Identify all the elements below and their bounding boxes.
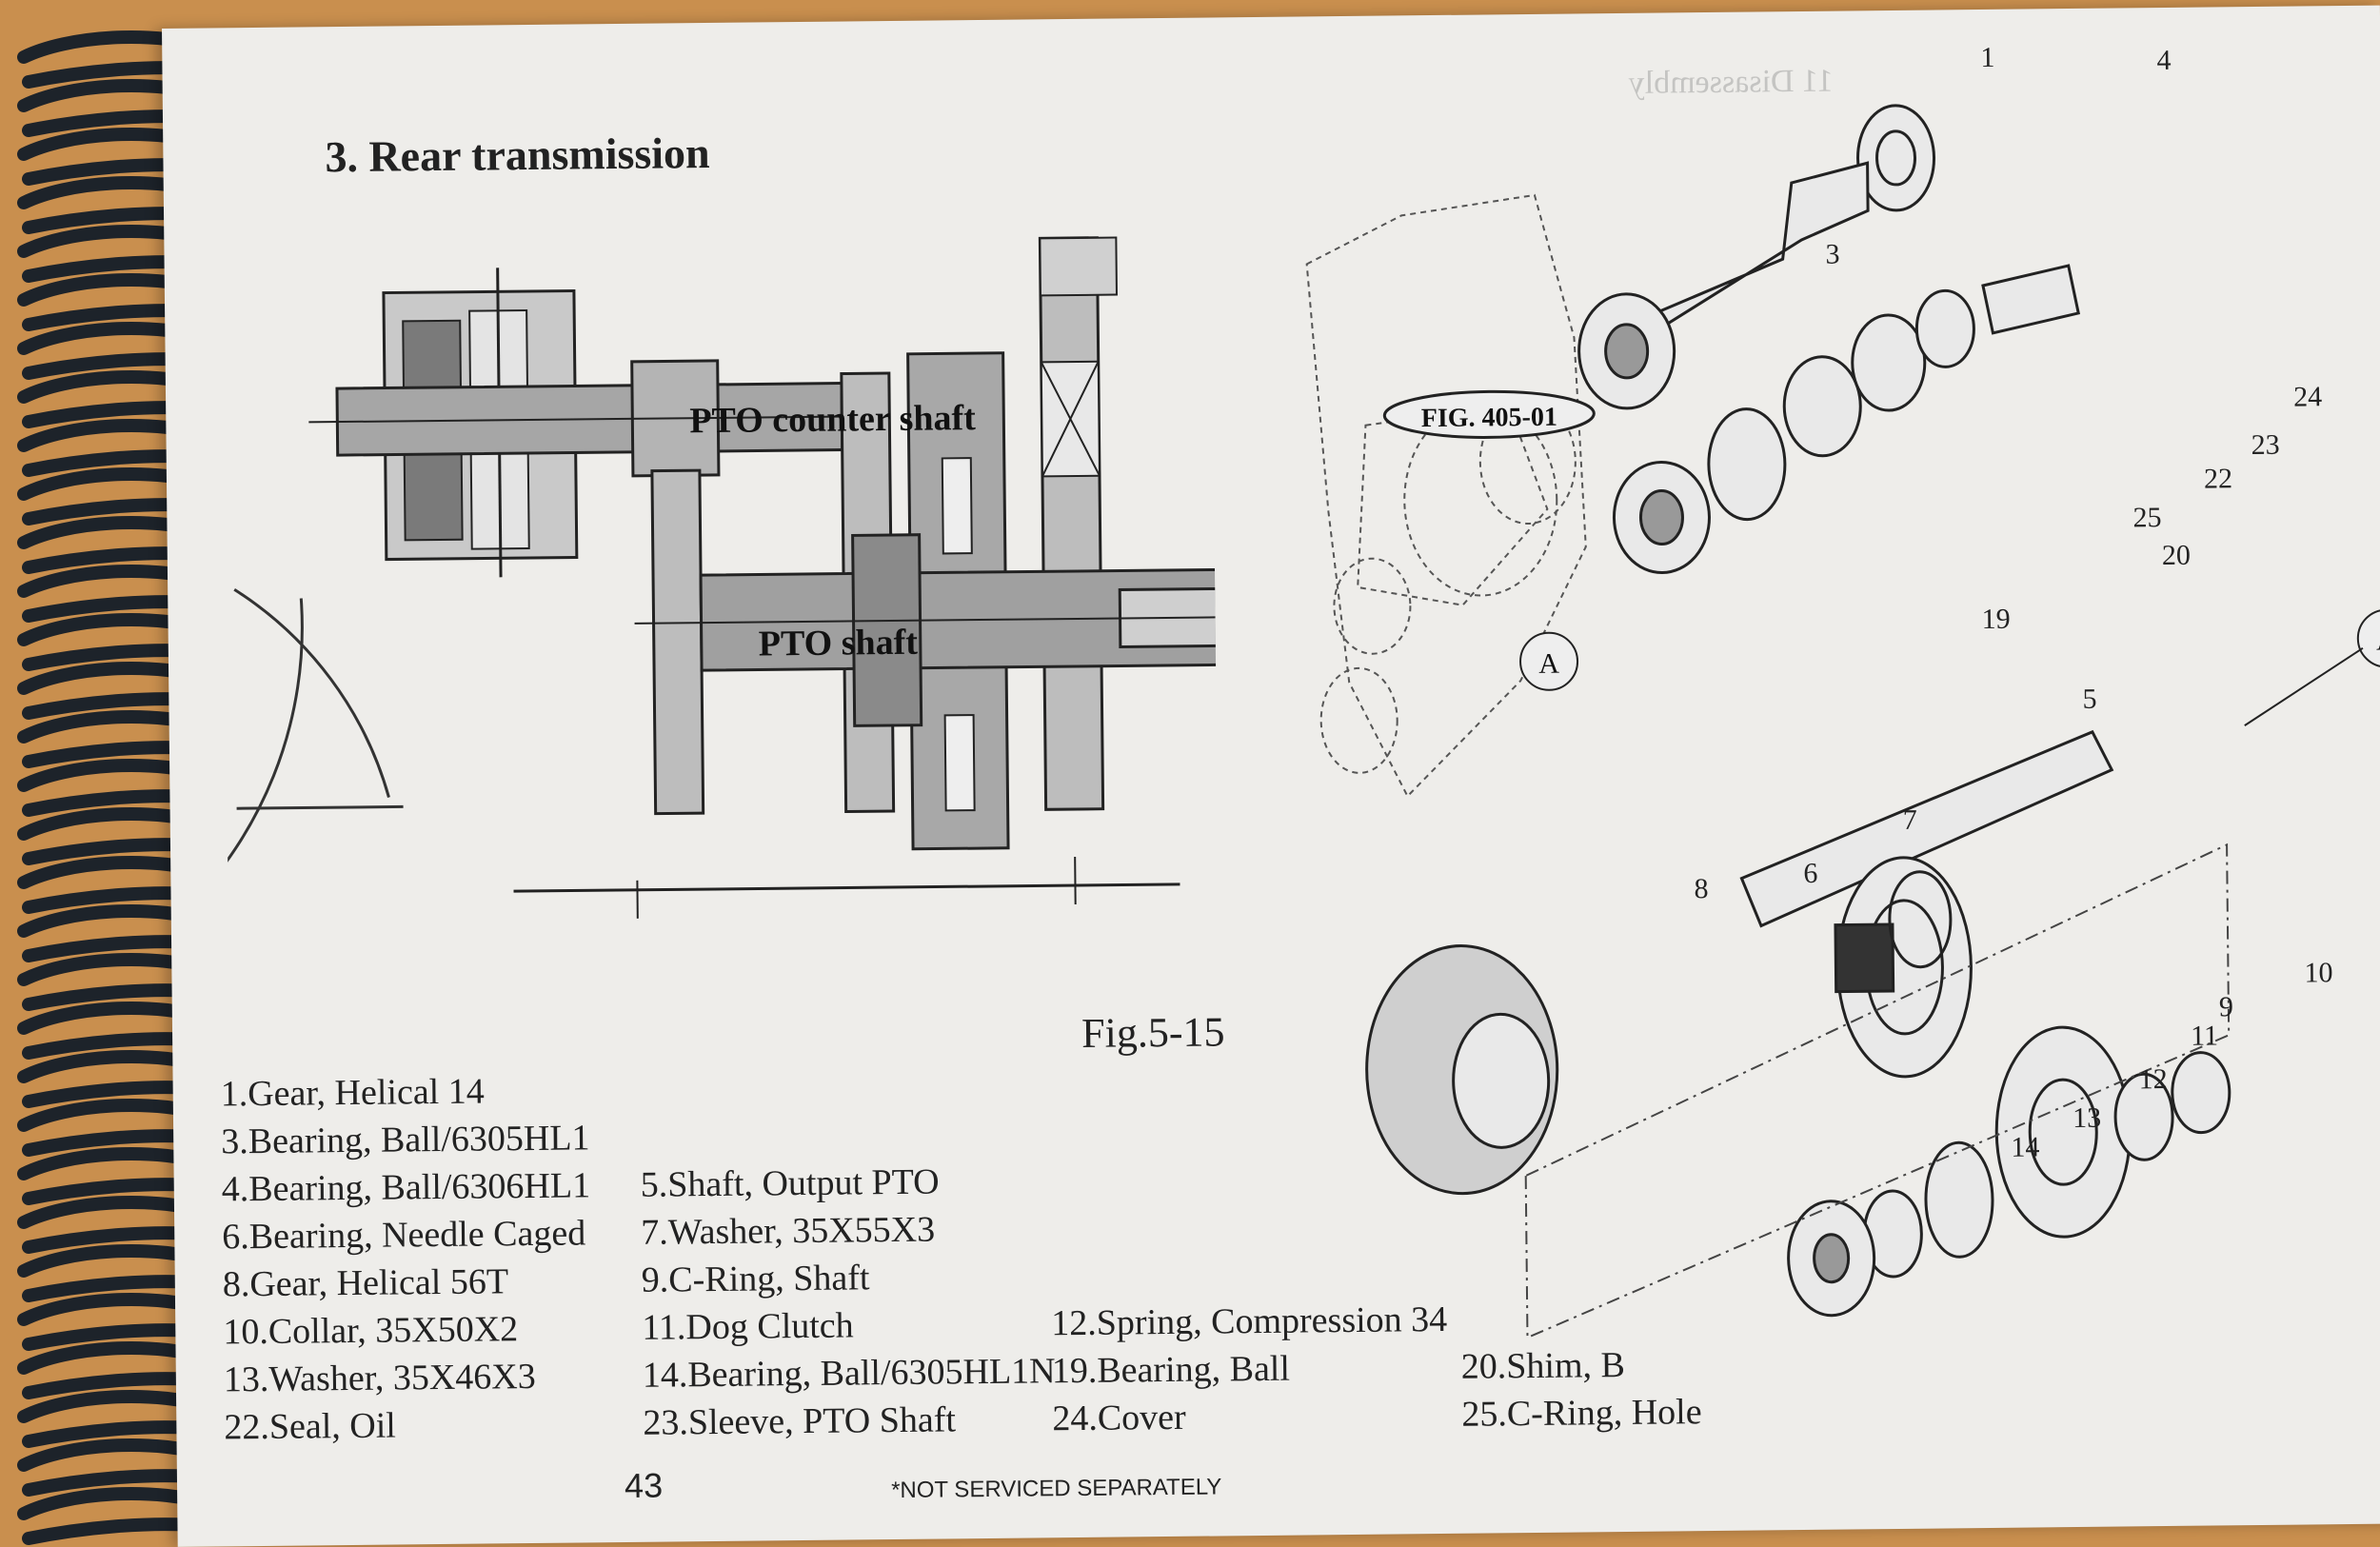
- part-entry: 3.Bearing, Ball/6305HL1: [221, 1118, 590, 1162]
- part-number: 4: [2156, 45, 2171, 76]
- figure-caption: Fig.5-15: [1081, 1008, 1225, 1057]
- part-entry: 12.Spring, Compression 34: [1051, 1299, 1448, 1344]
- part-entry: 7.Washer, 35X55X3: [641, 1209, 936, 1253]
- part-number: 14: [2011, 1131, 2039, 1162]
- part-entry: 9.C-Ring, Shaft: [641, 1258, 870, 1300]
- counter-shaft-label: PTO counter shaft: [689, 398, 976, 441]
- callout-a: A: [2376, 625, 2380, 656]
- part-number: 24: [2293, 381, 2322, 412]
- part-entry: 11.Dog Clutch: [642, 1305, 854, 1348]
- part-number: 19: [1981, 604, 2010, 635]
- part-number: 6: [1803, 858, 1817, 889]
- pto-shaft-label: PTO shaft: [759, 623, 919, 664]
- footnote: *NOT SERVICED SEPARATELY: [890, 1474, 1222, 1504]
- part-number: 3: [1825, 239, 1839, 270]
- part-number: 9: [2219, 991, 2233, 1022]
- part-entry: 5.Shaft, Output PTO: [640, 1161, 940, 1205]
- part-number: 7: [1903, 804, 1917, 836]
- part-entry: 10.Collar, 35X50X2: [223, 1309, 519, 1353]
- part-entry: 6.Bearing, Needle Caged: [222, 1213, 586, 1258]
- part-number: 12: [2139, 1063, 2168, 1095]
- part-entry: 20.Shim, B: [1460, 1344, 1626, 1387]
- parts-list-col3: 12.Spring, Compression 34 19.Bearing, Ba…: [1051, 1296, 1448, 1442]
- part-entry: 13.Washer, 35X46X3: [223, 1356, 536, 1400]
- fig-ref-label: FIG. 405-01: [1421, 403, 1557, 433]
- part-number: 20: [2162, 540, 2191, 571]
- stray-marks: 43: [624, 1465, 664, 1505]
- part-number: 23: [2251, 429, 2280, 461]
- part-number: 10: [2304, 957, 2332, 988]
- part-entry: 19.Bearing, Ball: [1051, 1348, 1291, 1392]
- part-entry: 23.Sleeve, PTO Shaft: [643, 1399, 957, 1443]
- section-title: 3. Rear transmission: [325, 128, 710, 182]
- part-number: 11: [2191, 1020, 2218, 1051]
- manual-page: 11 Disassembly 3. Rear transmission: [162, 5, 2380, 1547]
- part-entry: 25.C-Ring, Hole: [1461, 1392, 1702, 1435]
- part-number: 25: [2132, 502, 2161, 533]
- part-entry: 1.Gear, Helical 14: [220, 1071, 485, 1115]
- part-entry: 22.Seal, Oil: [224, 1405, 397, 1448]
- parts-list-col2: 5.Shaft, Output PTO 7.Washer, 35X55X3 9.…: [640, 1157, 1056, 1447]
- part-number-callouts: 1 3 4 5 6 7 8 9 10 11 12 13 14 19 20 22 …: [1694, 42, 2332, 1163]
- parts-list-col1: 1.Gear, Helical 14 3.Bearing, Ball/6305H…: [220, 1066, 593, 1451]
- part-entry: 4.Bearing, Ball/6306HL1: [221, 1165, 591, 1210]
- part-entry: 14.Bearing, Ball/6305HL1N: [642, 1351, 1056, 1396]
- parts-list-col4: 20.Shim, B 25.C-Ring, Hole: [1461, 1340, 1702, 1438]
- cross-section-diagram: PTO counter shaft PTO shaft: [220, 236, 1220, 925]
- part-entry: 8.Gear, Helical 56T: [222, 1261, 509, 1305]
- callout-a: A: [1538, 648, 1559, 680]
- part-number: 22: [2204, 463, 2232, 494]
- exploded-view-diagram: FIG. 405-01 A A: [1305, 42, 2380, 1339]
- part-number: 5: [2082, 684, 2096, 715]
- part-number: 8: [1694, 873, 1708, 904]
- part-number: 1: [1980, 42, 1994, 73]
- part-entry: 24.Cover: [1052, 1397, 1186, 1439]
- part-number: 13: [2073, 1102, 2101, 1134]
